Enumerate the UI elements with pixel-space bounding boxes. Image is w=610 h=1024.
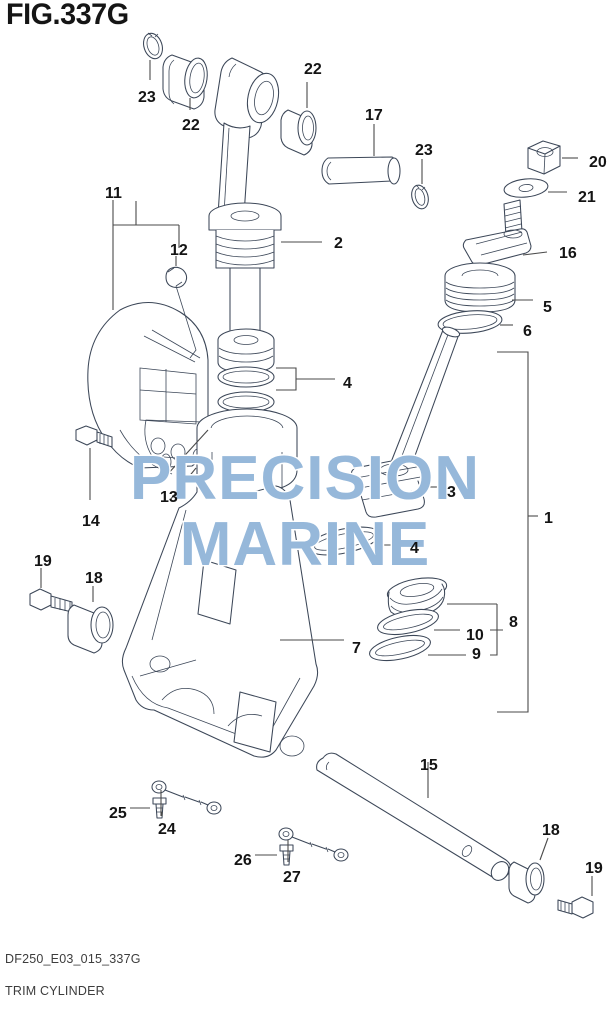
part-18a-bushing — [67, 604, 114, 654]
part-7-cylinder-housing — [121, 469, 319, 758]
callout-number-23: 23 — [415, 142, 433, 159]
part-23b-circlip — [411, 184, 429, 210]
callout-number-25: 25 — [109, 805, 127, 822]
part-26-screw — [279, 844, 294, 866]
figure-name: TRIM CYLINDER — [5, 984, 105, 998]
callout-number-5: 5 — [543, 299, 552, 316]
callout-number-9: 9 — [472, 646, 481, 663]
part-22a-bushing — [162, 54, 208, 110]
callout-number-4: 4 — [343, 375, 352, 392]
part-25-screw — [152, 797, 167, 819]
callout-number-8: 8 — [509, 614, 518, 631]
part-20-nut — [527, 140, 561, 175]
callout-number-10: 10 — [466, 627, 484, 644]
part-19a-bolt — [29, 588, 73, 613]
callout-number-3: 3 — [447, 484, 456, 501]
part-23a-circlip — [143, 32, 163, 60]
callout-number-11: 11 — [105, 185, 122, 202]
figure-code: DF250_E03_015_337G — [5, 952, 141, 966]
callout-number-18: 18 — [542, 822, 560, 839]
callout-number-27: 27 — [283, 869, 301, 886]
part-24-ground-wire — [151, 780, 222, 815]
part-12-clip — [165, 266, 197, 359]
callout-number-19: 19 — [34, 553, 52, 570]
part-5-cylinder-cap — [444, 262, 516, 313]
part-22b-bushing — [280, 109, 317, 156]
part-14-bolt — [75, 425, 113, 448]
part-4b-oring — [308, 526, 380, 556]
callout-number-23: 23 — [138, 89, 156, 106]
callout-number-7: 7 — [352, 640, 361, 657]
part-18b-bushing — [508, 861, 545, 904]
callout-number-22: 22 — [182, 117, 200, 134]
part-16-manual-valve — [462, 199, 532, 266]
part-15-lower-rod — [316, 752, 512, 881]
bracket-11 — [112, 200, 180, 310]
part-3-piston — [350, 456, 427, 518]
part-13-cylinder-body — [196, 408, 298, 493]
callout-number-26: 26 — [234, 852, 252, 869]
callout-number-15: 15 — [420, 757, 438, 774]
part-27-ground-wire — [278, 827, 349, 862]
callout-number-13: 13 — [160, 489, 178, 506]
part-21-washer — [503, 178, 549, 198]
callout-number-1: 1 — [544, 510, 553, 527]
bracket-4a — [276, 367, 335, 391]
bracket-8 — [428, 603, 503, 656]
part-2-gland-nut — [208, 202, 282, 331]
callout-number-17: 17 — [365, 107, 383, 124]
callout-number-16: 16 — [559, 245, 577, 262]
detail-washer — [160, 453, 172, 471]
callout-number-18: 18 — [85, 570, 103, 587]
bracket-1 — [497, 351, 538, 713]
callout-number-19: 19 — [585, 860, 603, 877]
callout-number-22: 22 — [304, 61, 322, 78]
part-upper-pivot-head — [214, 57, 280, 216]
part-8-seal-set — [369, 577, 448, 662]
callout-number-4: 4 — [410, 540, 419, 557]
part-11-anode — [87, 301, 209, 475]
part-6-oring — [437, 310, 503, 334]
part-17-pin — [321, 156, 401, 185]
part-19b-bolt — [557, 896, 594, 919]
callout-number-24: 24 — [158, 821, 176, 838]
callout-number-6: 6 — [523, 323, 532, 340]
callout-number-12: 12 — [170, 242, 188, 259]
callout-number-21: 21 — [578, 189, 596, 206]
callout-number-2: 2 — [334, 235, 343, 252]
part-rod-seal-stack — [217, 328, 275, 413]
page-title: FIG.337G — [6, 0, 129, 31]
callout-number-14: 14 — [82, 513, 100, 530]
callout-number-20: 20 — [589, 154, 607, 171]
